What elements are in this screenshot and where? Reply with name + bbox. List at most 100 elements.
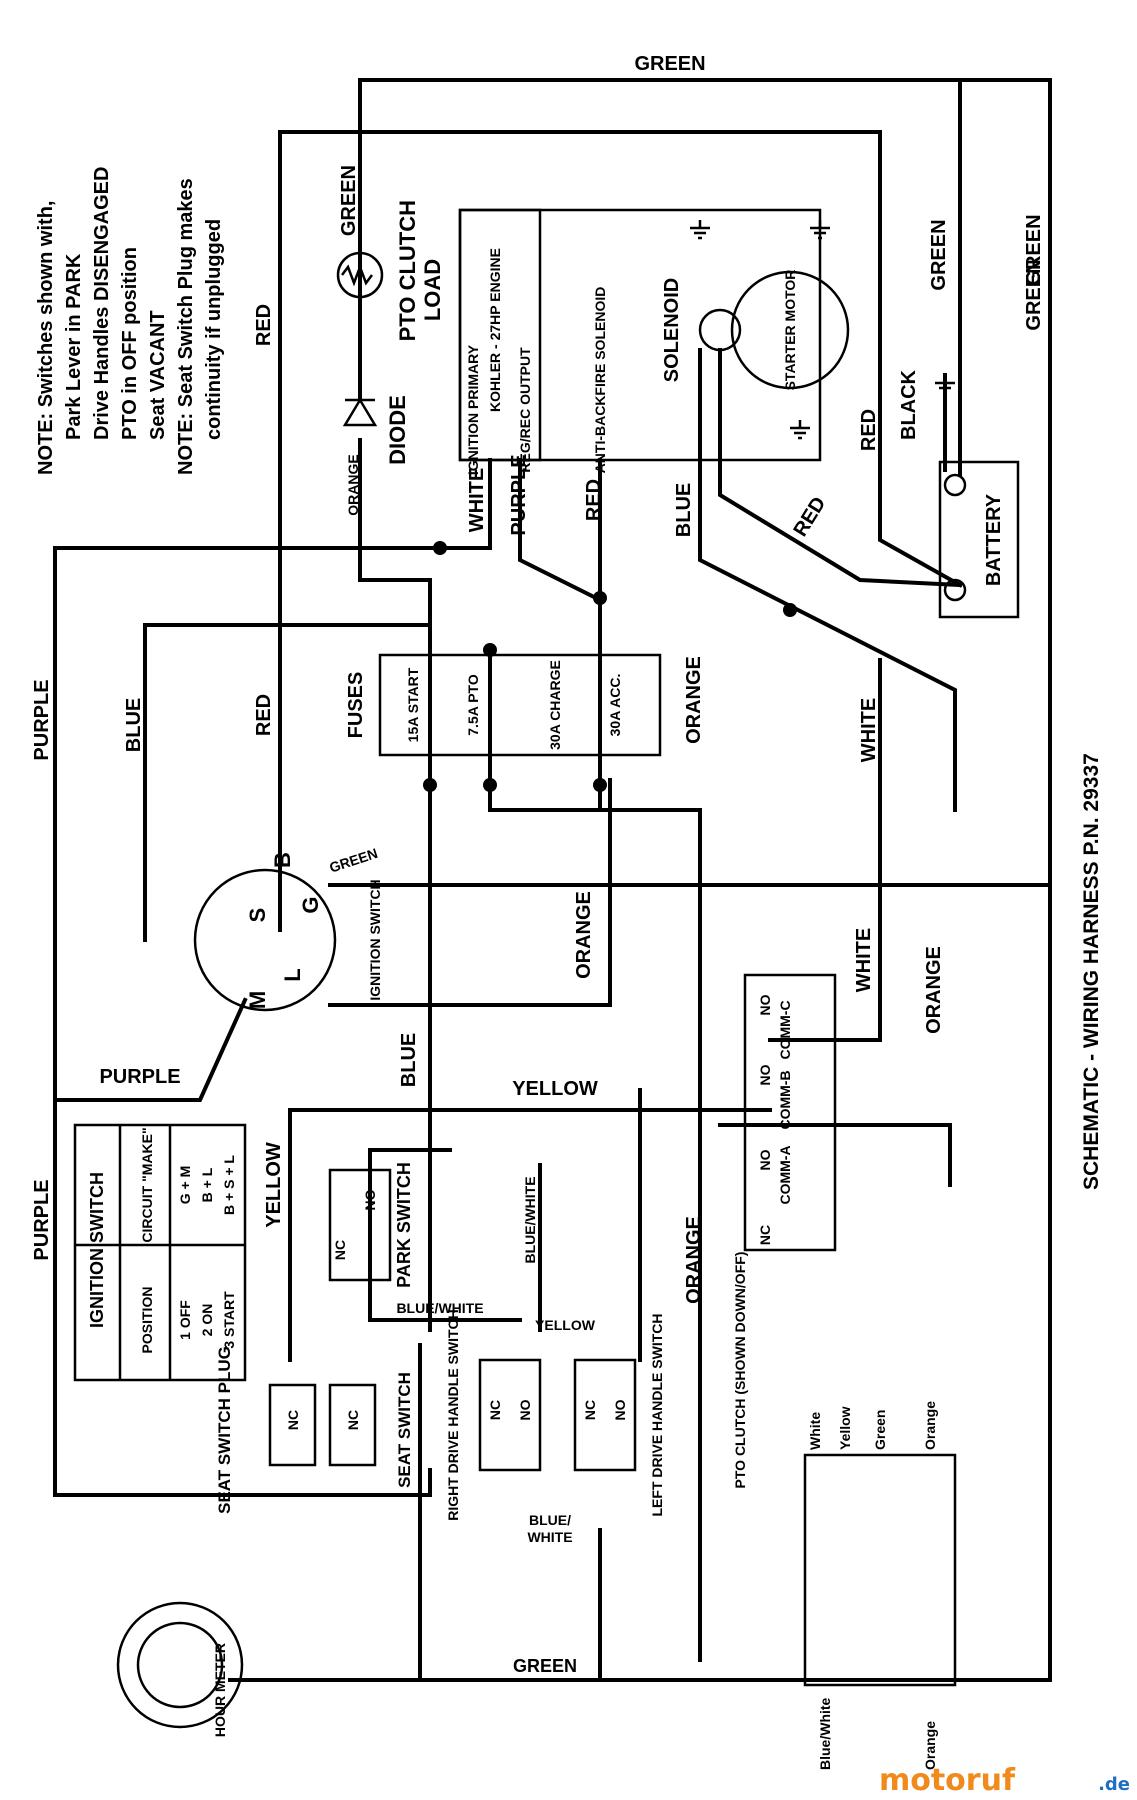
pto-load-green-label: GREEN: [338, 165, 360, 236]
wire-fuse-pto: [488, 648, 702, 1662]
ignition-switch-label: IGNITION SWITCH: [367, 879, 383, 1000]
coil-zigzag: [341, 263, 373, 287]
solenoid-icon: [698, 308, 742, 352]
left-drive-no: NO: [612, 1399, 628, 1420]
legend-blue-white: Blue/White: [817, 1697, 833, 1770]
park-no-label: NO: [362, 1189, 378, 1210]
label-green-top: GREEN: [634, 53, 705, 75]
drive-handle-switches: NC NO NC NO RIGHT DRIVE HANDLE SWITCH LE…: [445, 1309, 665, 1521]
label-green-right: GREEN: [928, 219, 950, 290]
pto-clutch-label: PTO CLUTCH: [395, 200, 420, 341]
engine-block: KOHLER - 27HP ENGINE IGNITION PRIMARY RE…: [458, 208, 850, 475]
label-purple-bottom: PURPLE: [31, 1179, 53, 1260]
pto-comm-c: COMM-C: [777, 1000, 793, 1059]
label-green-bottom-right: GREEN: [1023, 214, 1045, 285]
hour-meter-icon: [116, 1601, 244, 1729]
watermark-suffix: .de: [1098, 1774, 1130, 1795]
label-blue-solenoid: BLUE: [673, 483, 695, 537]
pto-comm-a: COMM-A: [777, 1145, 793, 1204]
fuse-30a-charge: 30A CHARGE: [547, 660, 563, 750]
note-line-5: Seat VACANT: [147, 310, 169, 440]
wire-white-engine: [438, 458, 492, 550]
wire-red-main: [278, 130, 963, 588]
diode-orange-label: ORANGE: [345, 454, 361, 515]
note-line-2: Park Lever in PARK: [63, 253, 85, 440]
pto-legend-box: [803, 1453, 957, 1687]
park-switch-label: PARK SWITCH: [394, 1162, 414, 1288]
ign-term-m: M: [245, 991, 270, 1009]
fuse-7-5a-pto: 7.5A PTO: [465, 674, 481, 736]
ignition-row-1-pos: 1 OFF: [177, 1300, 193, 1340]
wire-purple-left: [53, 546, 432, 1497]
seat-switch-box: [328, 1383, 377, 1467]
engine-term-regrec: REG/REC OUTPUT: [517, 347, 533, 473]
note-line-4: PTO in OFF position: [119, 247, 141, 440]
legend-orange-bottom: Orange: [922, 1721, 938, 1770]
ignition-row-3-pos: 3 START: [221, 1291, 237, 1349]
label-blue-loop: BLUE: [123, 698, 145, 752]
wire-blue-loop: [143, 623, 432, 942]
label-red-engine: RED: [583, 479, 605, 521]
junction-dot: [483, 778, 497, 792]
engine-label: KOHLER - 27HP ENGINE: [487, 248, 503, 412]
ign-term-b: B: [270, 852, 295, 868]
engine-term-ignition: IGNITION PRIMARY: [465, 344, 481, 475]
wire-purple-ign: [53, 997, 248, 1102]
watermark-main: motoruf: [879, 1763, 1016, 1798]
ignition-table-header-position: POSITION: [139, 1287, 155, 1354]
junction-dot: [783, 603, 797, 617]
pto-switch-box: [743, 973, 837, 1252]
wire-blue-sol: [698, 348, 957, 812]
seat-switch-plug-label: SEAT SWITCH PLUG: [215, 1346, 234, 1514]
wire-white-comm: [768, 658, 882, 1042]
seat-nc: NC: [345, 1410, 361, 1430]
pto-clutch-switch-label: PTO CLUTCH (SHOWN DOWN/OFF): [732, 1252, 748, 1489]
label-red-loop: RED: [253, 694, 275, 736]
label-purple-top: PURPLE: [31, 679, 53, 760]
pto-no-3: NO: [757, 994, 773, 1015]
label-orange-fuse: ORANGE: [683, 656, 705, 744]
fuse-15a-start: 15A START: [405, 667, 421, 742]
engine-label-box: [458, 208, 542, 462]
ignition-table-header-circuit: CIRCUIT "MAKE": [139, 1127, 155, 1242]
pto-no-1: NO: [757, 1149, 773, 1170]
label-purple-ign: PURPLE: [99, 1066, 180, 1088]
ground-icon: [810, 220, 830, 240]
note-line-7: continuity if unplugged: [203, 219, 225, 440]
ign-term-g: G: [298, 896, 323, 913]
pto-switch: NC COMM-A COMM-B COMM-C NO NO NO PTO CLU…: [732, 973, 837, 1489]
label-white-comm: WHITE: [853, 928, 875, 992]
fuse-box-outline: [378, 653, 662, 757]
label-blue-white-vert: BLUE/WHITE: [522, 1176, 538, 1263]
ignition-row-1-make: G + M: [177, 1166, 193, 1205]
ignition-row-3-make: B + S + L: [221, 1155, 237, 1215]
label-blue-white-horiz: BLUE/WHITE: [396, 1300, 483, 1316]
label-orange-lower: ORANGE: [683, 1216, 705, 1304]
left-drive-box: [573, 1358, 637, 1472]
park-switch: NC NO PARK SWITCH: [328, 1162, 414, 1288]
label-blue-ign: BLUE: [398, 1033, 420, 1087]
battery: BATTERY: [935, 375, 1020, 619]
fuse-box: FUSES 15A START 7.5A PTO 30A CHARGE 30A …: [345, 653, 662, 757]
hour-meter-label: HOUR METER: [212, 1643, 228, 1737]
junction-dot: [593, 591, 607, 605]
ground-icon: [790, 420, 810, 440]
label-green-far-right: GREEN: [1023, 259, 1045, 330]
legend-white: White: [807, 1412, 823, 1450]
hour-meter: HOUR METER: [116, 1601, 244, 1737]
fuse-30a-acc: 30A ACC.: [607, 674, 623, 737]
label-red-diagonal: RED: [789, 493, 830, 540]
label-green-ign: GREEN: [327, 845, 379, 876]
wire-orange-ign: [328, 778, 612, 1007]
starter-motor-icon: [730, 270, 850, 390]
park-nc-label: NC: [332, 1240, 348, 1260]
diode-label: DIODE: [385, 395, 410, 465]
label-white-engine: WHITE: [466, 468, 488, 532]
pto-load-label: LOAD: [420, 259, 445, 321]
legend-green: Green: [872, 1410, 888, 1450]
ignition-switch: S B G M L IGNITION SWITCH: [193, 852, 383, 1012]
ign-term-s: S: [245, 908, 270, 923]
ignition-row-2-make: B + L: [199, 1167, 215, 1202]
label-blue-white-split-2: WHITE: [527, 1529, 572, 1545]
solenoid-label: SOLENOID: [661, 278, 683, 382]
